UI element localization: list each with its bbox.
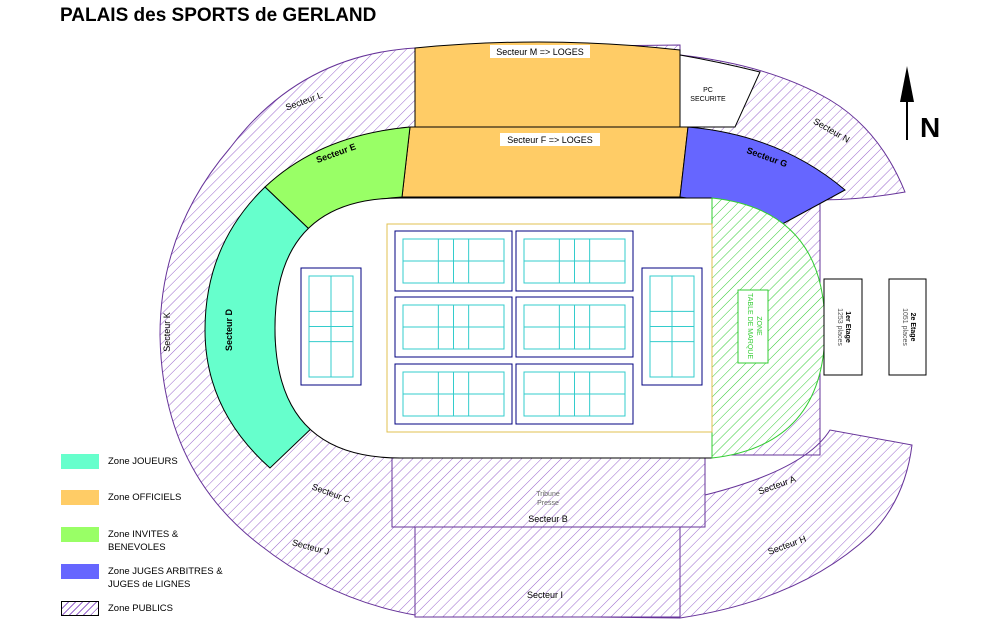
sector-i-label: Secteur I [527, 590, 563, 600]
legend-joueurs: Zone JOUEURS [61, 454, 178, 469]
pc-securite-area [679, 54, 761, 128]
table-marque-label: ZONE [755, 316, 762, 336]
legend-label: Zone PUBLICS [108, 603, 173, 614]
legend-swatch-invites [61, 527, 99, 542]
table-marque-label-2: TABLE DE MARQUE [746, 293, 753, 359]
badminton-court [515, 230, 634, 292]
badminton-court [515, 296, 634, 358]
badminton-court [394, 363, 513, 425]
legend-label: Zone JUGES ARBITRES & JUGES de LIGNES [108, 566, 223, 590]
legend-invites: Zone INVITES & BENEVOLES [61, 527, 198, 554]
legend-label: Zone OFFICIELS [108, 492, 182, 503]
sector-d-label: Secteur D [224, 308, 234, 351]
sector-b-label: Secteur B [528, 514, 568, 524]
pc-securite-line1: PC [703, 87, 713, 94]
legend-swatch-officiels [61, 490, 99, 505]
legend-swatch-juges [61, 564, 99, 579]
legend-swatch-joueurs [61, 454, 99, 469]
legend-swatch-publics [61, 601, 99, 616]
legend-juges: Zone JUGES ARBITRES & JUGES de LIGNES [61, 564, 233, 591]
badminton-court [515, 363, 634, 425]
etage-2-places: 1051 places [901, 308, 908, 346]
sector-i[interactable] [414, 526, 681, 618]
sector-k-label: Secteur K [162, 312, 172, 352]
north-label: N [920, 112, 941, 143]
playing-area [386, 223, 713, 433]
etage-2-box [888, 278, 927, 376]
courts [300, 230, 703, 425]
sector-f-label: Secteur F => LOGES [507, 135, 593, 145]
page-title: PALAIS des SPORTS de GERLAND [60, 5, 377, 26]
badminton-court [300, 267, 362, 386]
legend-label: Zone INVITES & BENEVOLES [108, 529, 179, 553]
legend-publics: Zone PUBLICS [61, 601, 173, 616]
badminton-court [394, 296, 513, 358]
badminton-court [641, 267, 703, 386]
tribune-presse-line2: Presse [537, 500, 559, 507]
etage-1-name: 1er Etage [844, 311, 851, 343]
etage-1-places: 1253 places [836, 308, 843, 346]
sector-m-label: Secteur M => LOGES [496, 47, 584, 57]
pc-securite-line2: SECURITE [690, 96, 726, 103]
tribune-presse-line1: Tribune [536, 491, 560, 498]
badminton-court [394, 230, 513, 292]
etage-1-box [823, 278, 863, 376]
north-arrow-icon [900, 66, 914, 140]
etage-2-name: 2e Etage [909, 313, 916, 342]
sector-m[interactable] [414, 41, 681, 128]
legend-officiels: Zone OFFICIELS [61, 490, 181, 505]
legend-label: Zone JOUEURS [108, 456, 178, 467]
